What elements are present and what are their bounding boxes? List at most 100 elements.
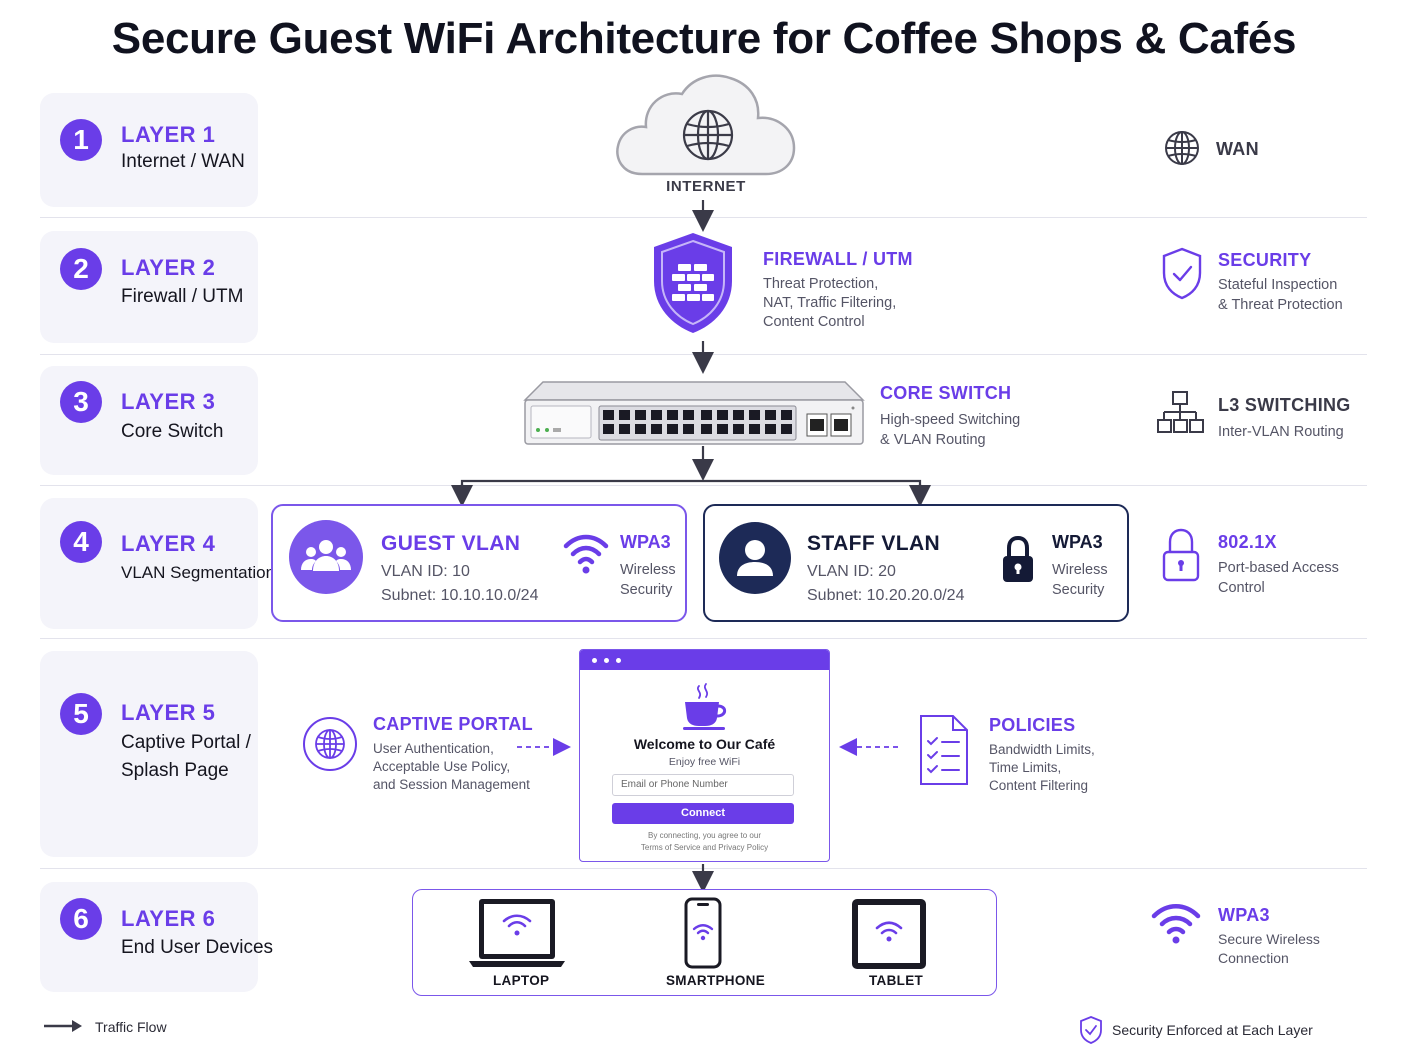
sidebar-wan-heading: WAN <box>1216 139 1259 159</box>
sidebar-security-desc: Stateful Inspection& Threat Protection <box>1218 277 1343 313</box>
layer-number: 1 <box>60 119 102 161</box>
window-dot <box>616 658 621 663</box>
layer-card-5: 5 LAYER 5 Captive Portal / Splash Page <box>40 651 258 857</box>
layer-name: Internet / WAN <box>121 151 245 172</box>
row-divider <box>40 638 1367 639</box>
switch-port <box>635 424 646 434</box>
layer-tag: LAYER 1 <box>121 122 216 147</box>
layer-number: 3 <box>60 381 102 423</box>
layer-name: End User Devices <box>121 937 274 958</box>
device-label-laptop: LAPTOP <box>493 973 550 988</box>
user-icon <box>719 522 791 594</box>
layer-number: 5 <box>60 693 102 735</box>
switch-port <box>651 410 662 420</box>
globe-icon <box>303 717 357 771</box>
layer-name: Captive Portal / <box>121 732 251 753</box>
switch-port <box>765 410 776 420</box>
layer-tag: LAYER 6 <box>121 906 216 931</box>
policies-desc: Bandwidth Limits,Time Limits,Content Fil… <box>989 742 1095 793</box>
wifi-icon <box>563 534 609 574</box>
switch-port <box>733 410 744 420</box>
layer-name: Firewall / UTM <box>121 286 244 307</box>
wifi-icon <box>1151 904 1201 944</box>
staff-wpa-heading: WPA3 <box>1052 532 1103 552</box>
shield-check-icon <box>1080 1016 1102 1044</box>
legend-security-note: Security Enforced at Each Layer <box>1112 1022 1313 1038</box>
switch-port <box>749 424 760 434</box>
captive-portal-heading: CAPTIVE PORTAL <box>373 714 533 734</box>
core-switch-heading: CORE SWITCH <box>880 383 1012 403</box>
layer-tag: LAYER 2 <box>121 255 216 280</box>
switch-ports <box>603 410 792 434</box>
shield-check-icon <box>1162 247 1202 300</box>
portal-welcome-title: Welcome to Our Café <box>633 736 776 752</box>
guest-vlan-card: GUEST VLAN VLAN ID: 10 Subnet: 10.10.10.… <box>271 504 687 622</box>
policies-heading: POLICIES <box>989 715 1076 735</box>
sidebar-wpa3-heading: WPA3 <box>1218 905 1270 925</box>
layer-card-6: 6 LAYER 6 End User Devices <box>40 882 273 992</box>
window-titlebar <box>580 650 829 670</box>
staff-vlan-heading: STAFF VLAN <box>807 532 941 555</box>
portal-terms-line: By connecting, you agree to our <box>648 831 761 840</box>
connect-button[interactable]: Connect <box>612 803 794 824</box>
staff-vlan-card: STAFF VLAN VLAN ID: 20 Subnet: 10.20.20.… <box>703 504 1129 622</box>
window-dot <box>604 658 609 663</box>
sidebar-l3-heading: L3 SWITCHING <box>1218 395 1351 415</box>
switch-port <box>603 424 614 434</box>
switch-port <box>667 424 678 434</box>
switch-port <box>683 410 694 420</box>
layer-number: 2 <box>60 248 102 290</box>
device-label-tablet: TABLET <box>869 973 924 988</box>
firewall-desc: Threat Protection,NAT, Traffic Filtering… <box>763 276 897 330</box>
switch-port <box>603 410 614 420</box>
network-switch-icon <box>523 381 865 445</box>
switch-port <box>651 424 662 434</box>
layer-number: 6 <box>60 898 102 940</box>
layer-tag: LAYER 3 <box>121 389 216 414</box>
switch-port <box>701 410 712 420</box>
switch-port <box>667 410 678 420</box>
switch-port <box>781 424 792 434</box>
guest-vlan-id: VLAN ID: 10 <box>381 563 470 580</box>
firewall-heading: FIREWALL / UTM <box>763 249 913 269</box>
portal-subtitle: Enjoy free WiFi <box>668 756 741 768</box>
switch-port <box>749 410 760 420</box>
switch-port <box>781 410 792 420</box>
layer-tag: LAYER 5 <box>121 700 216 725</box>
sidebar-security-heading: SECURITY <box>1218 250 1312 270</box>
globe-icon <box>1165 131 1199 165</box>
switch-port <box>635 410 646 420</box>
captive-portal-desc: User Authentication,Acceptable Use Polic… <box>373 741 530 792</box>
layer-name: VLAN Segmentation <box>121 563 276 582</box>
layer-number: 4 <box>60 521 102 563</box>
sidebar-l3-desc: Inter-VLAN Routing <box>1218 424 1344 440</box>
staff-vlan-id: VLAN ID: 20 <box>807 563 896 580</box>
coffee-cup-icon <box>683 683 727 730</box>
hierarchy-icon <box>1157 391 1204 433</box>
layer-card-2: 2 LAYER 2 Firewall / UTM <box>40 231 258 343</box>
portal-terms-line[interactable]: Terms of Service and Privacy Policy <box>640 843 769 852</box>
internet-label: INTERNET <box>666 178 746 195</box>
layer-tag: LAYER 4 <box>121 531 216 556</box>
cloud-globe-icon <box>616 74 796 176</box>
email-phone-input[interactable]: Email or Phone Number <box>612 774 794 796</box>
tablet-icon <box>852 899 926 969</box>
users-icon <box>289 520 363 594</box>
staff-vlan-subnet: Subnet: 10.20.20.0/24 <box>807 587 965 604</box>
window-dot <box>592 658 597 663</box>
layer-card-4: 4 LAYER 4 VLAN Segmentation <box>40 498 275 629</box>
end-user-devices-box: LAPTOP SMARTPHONE TABLET <box>412 889 997 996</box>
checklist-icon <box>920 715 968 785</box>
row-divider <box>40 485 1367 486</box>
device-label-smartphone: SMARTPHONE <box>666 973 766 988</box>
captive-portal-window: Welcome to Our Café Enjoy free WiFi Emai… <box>579 649 830 862</box>
guest-vlan-heading: GUEST VLAN <box>381 532 521 555</box>
switch-port <box>619 410 630 420</box>
layer-card-1: 1 LAYER 1 Internet / WAN <box>40 93 258 207</box>
legend-traffic-flow: Traffic Flow <box>95 1019 167 1035</box>
switch-port <box>717 410 728 420</box>
